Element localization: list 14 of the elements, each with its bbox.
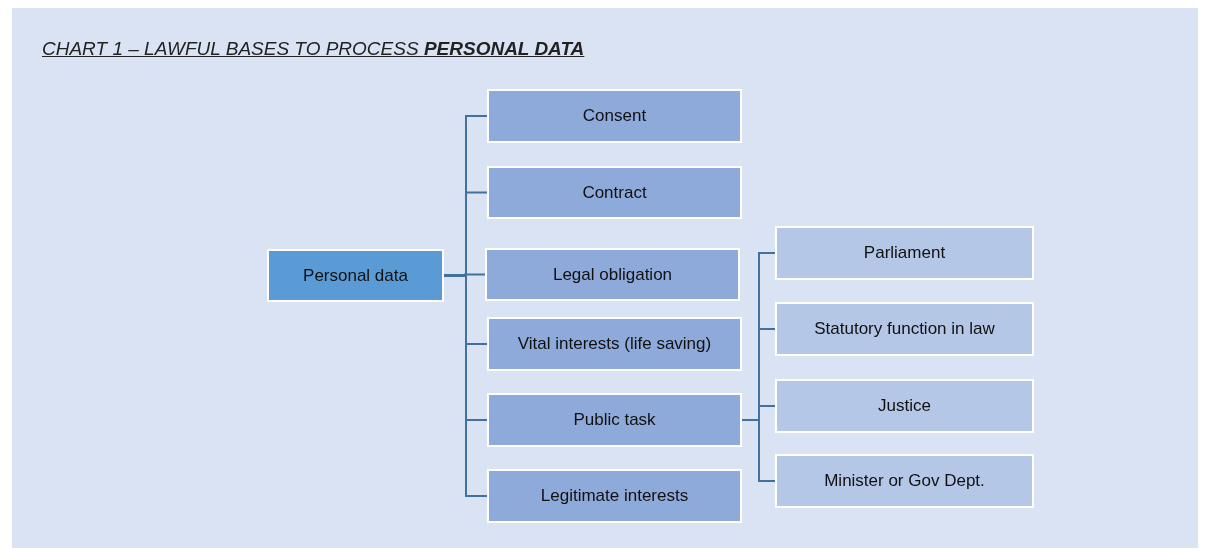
process-box: Parliament <box>775 226 1034 280</box>
process-box: Vital interests (life saving) <box>487 317 742 371</box>
connector-line <box>443 274 488 497</box>
process-box: Legitimate interests <box>487 469 742 523</box>
process-box: Public task <box>487 393 742 447</box>
process-box: Statutory function in law <box>775 302 1034 356</box>
process-box: Minister or Gov Dept. <box>775 454 1034 508</box>
process-box: Legal obligation <box>485 248 740 301</box>
connector-line <box>741 419 776 482</box>
chart-title: CHART 1 – LAWFUL BASES TO PROCESS PERSONAL DATA <box>42 38 585 60</box>
process-box: Justice <box>775 379 1034 433</box>
process-box: Contract <box>487 166 742 219</box>
process-box: Personal data <box>267 249 444 302</box>
process-box: Consent <box>487 89 742 143</box>
